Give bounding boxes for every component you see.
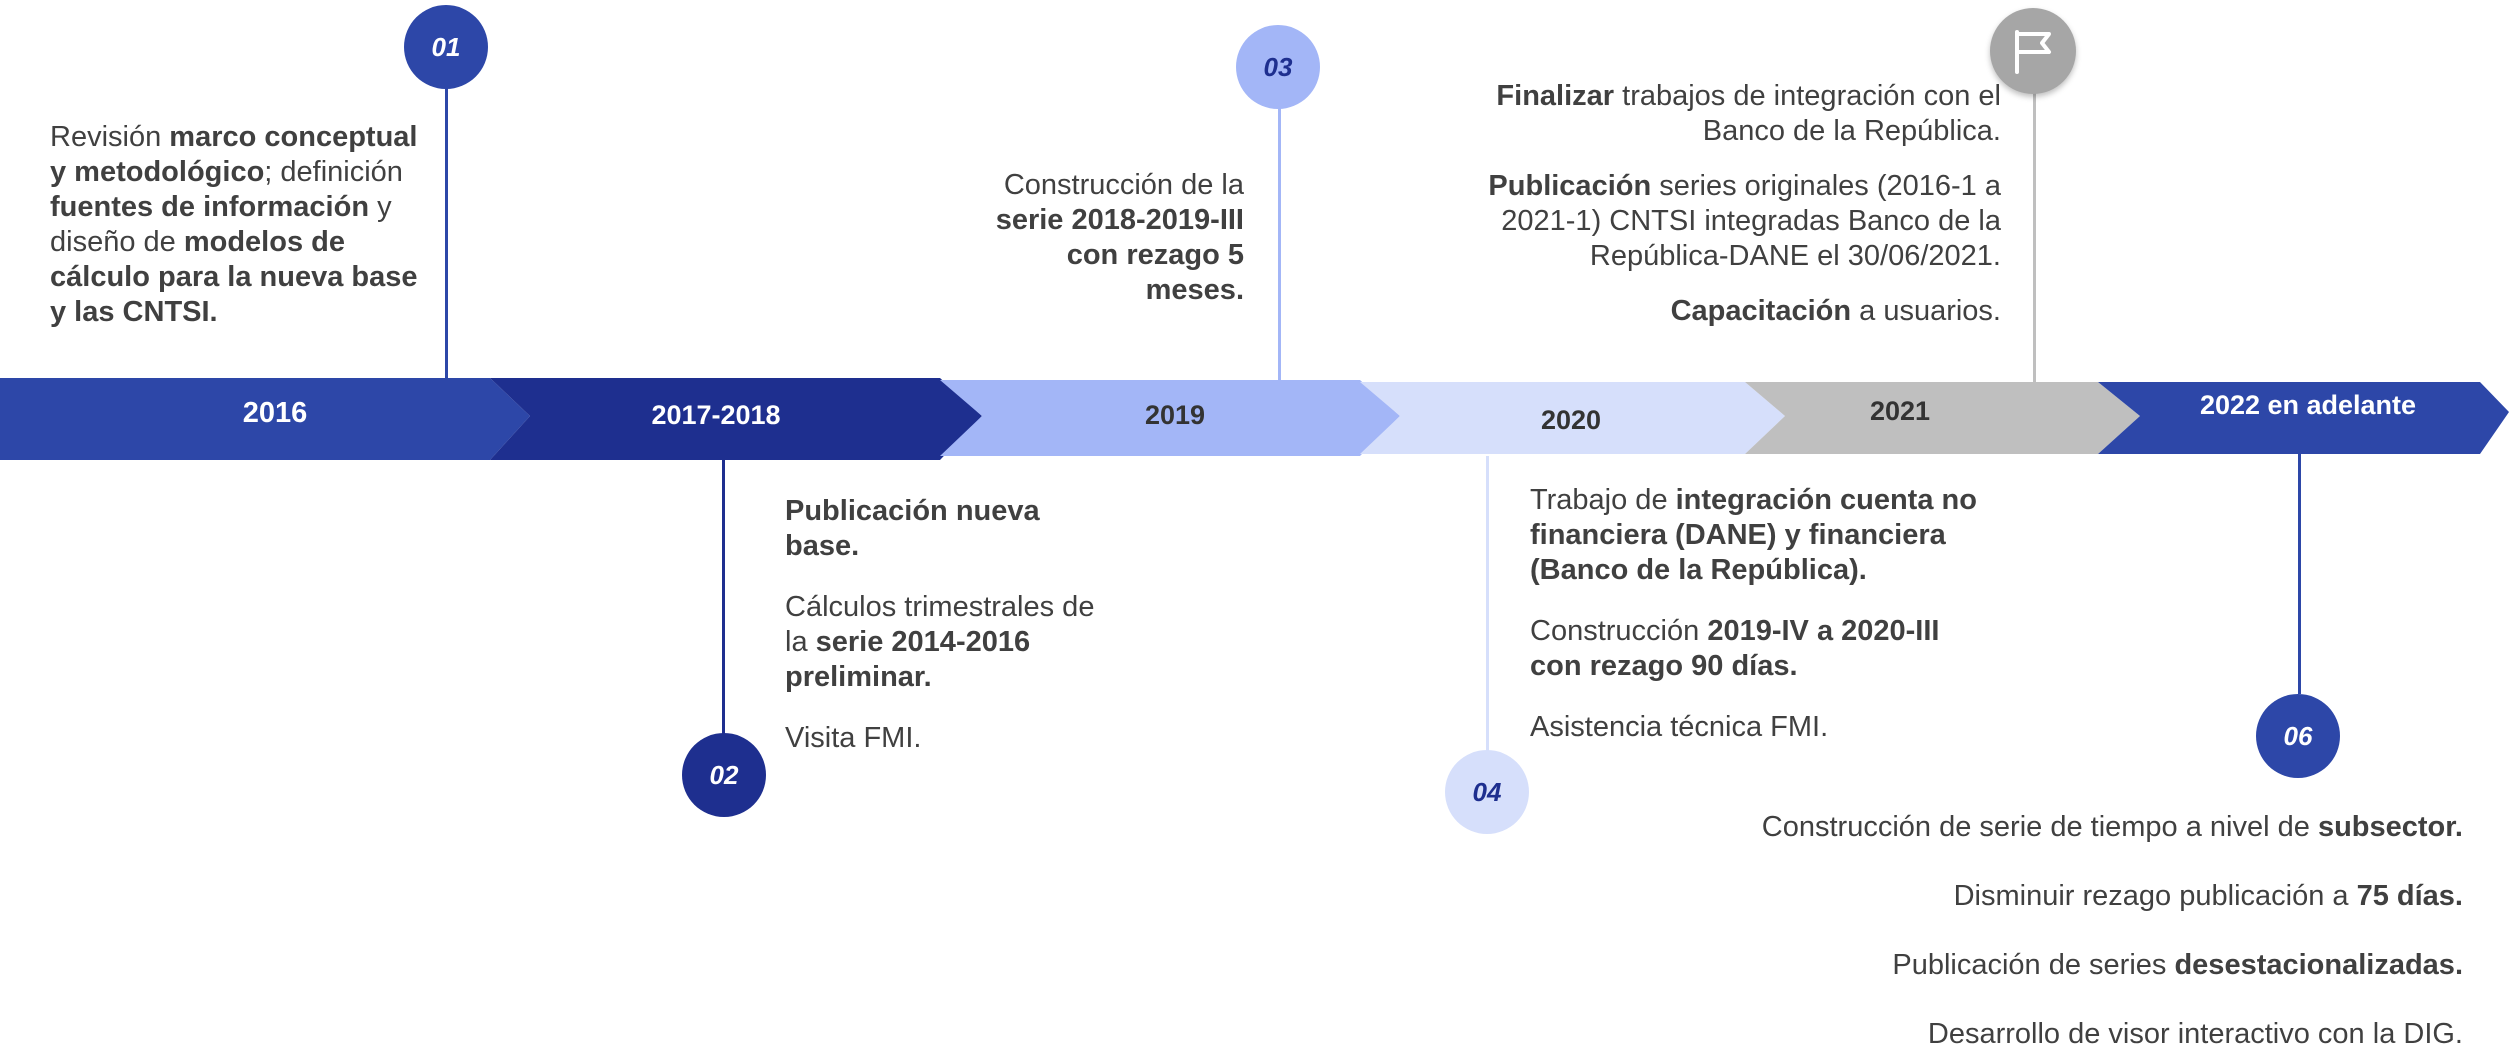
connector-02 (722, 458, 725, 735)
segment-label-2021: 2021 (1869, 396, 1931, 426)
milestone-04-text: Trabajo de integración cuenta no financi… (1530, 484, 1977, 743)
marker-01: 01 (404, 5, 488, 89)
connector-01 (445, 88, 448, 380)
milestone-06-text: Construcción de serie de tiempo a nivel … (1761, 811, 2463, 1050)
marker-04: 04 (1445, 750, 1529, 834)
milestone-02-text: Publicación nueva base. Cálculos trimest… (785, 495, 1095, 754)
marker-02: 02 (682, 733, 766, 817)
connector-06 (2298, 452, 2301, 694)
milestone-01-text: Revisión marco conceptual y metodológico… (50, 121, 418, 328)
segment-2019 (940, 380, 1400, 456)
segment-label-2019: 2019 (1144, 400, 1206, 430)
segment-label-2020: 2020 (1540, 405, 1602, 435)
connector-03 (1278, 108, 1281, 381)
segment-2022 (2098, 382, 2509, 454)
segment-label-2016: 2016 (242, 397, 308, 429)
segment-2017-2018 (490, 378, 982, 460)
segment-label-2022: 2022 en adelante (2199, 390, 2417, 420)
flag-icon (2015, 30, 2051, 74)
marker-05 (1990, 8, 2076, 94)
segment-2021 (1745, 382, 2140, 454)
connector-05 (2033, 92, 2036, 383)
segment-label-2017-2018: 2017-2018 (651, 400, 781, 430)
milestone-05-text: Finalizar trabajos de integración con el… (1488, 80, 2001, 327)
connector-04 (1486, 456, 1489, 752)
milestone-03-text: Construcción de la serie 2018-2019-III c… (995, 169, 1244, 306)
marker-03: 03 (1236, 25, 1320, 109)
segment-2016 (0, 378, 530, 460)
marker-06: 06 (2256, 694, 2340, 778)
segment-2020 (1360, 382, 1785, 454)
